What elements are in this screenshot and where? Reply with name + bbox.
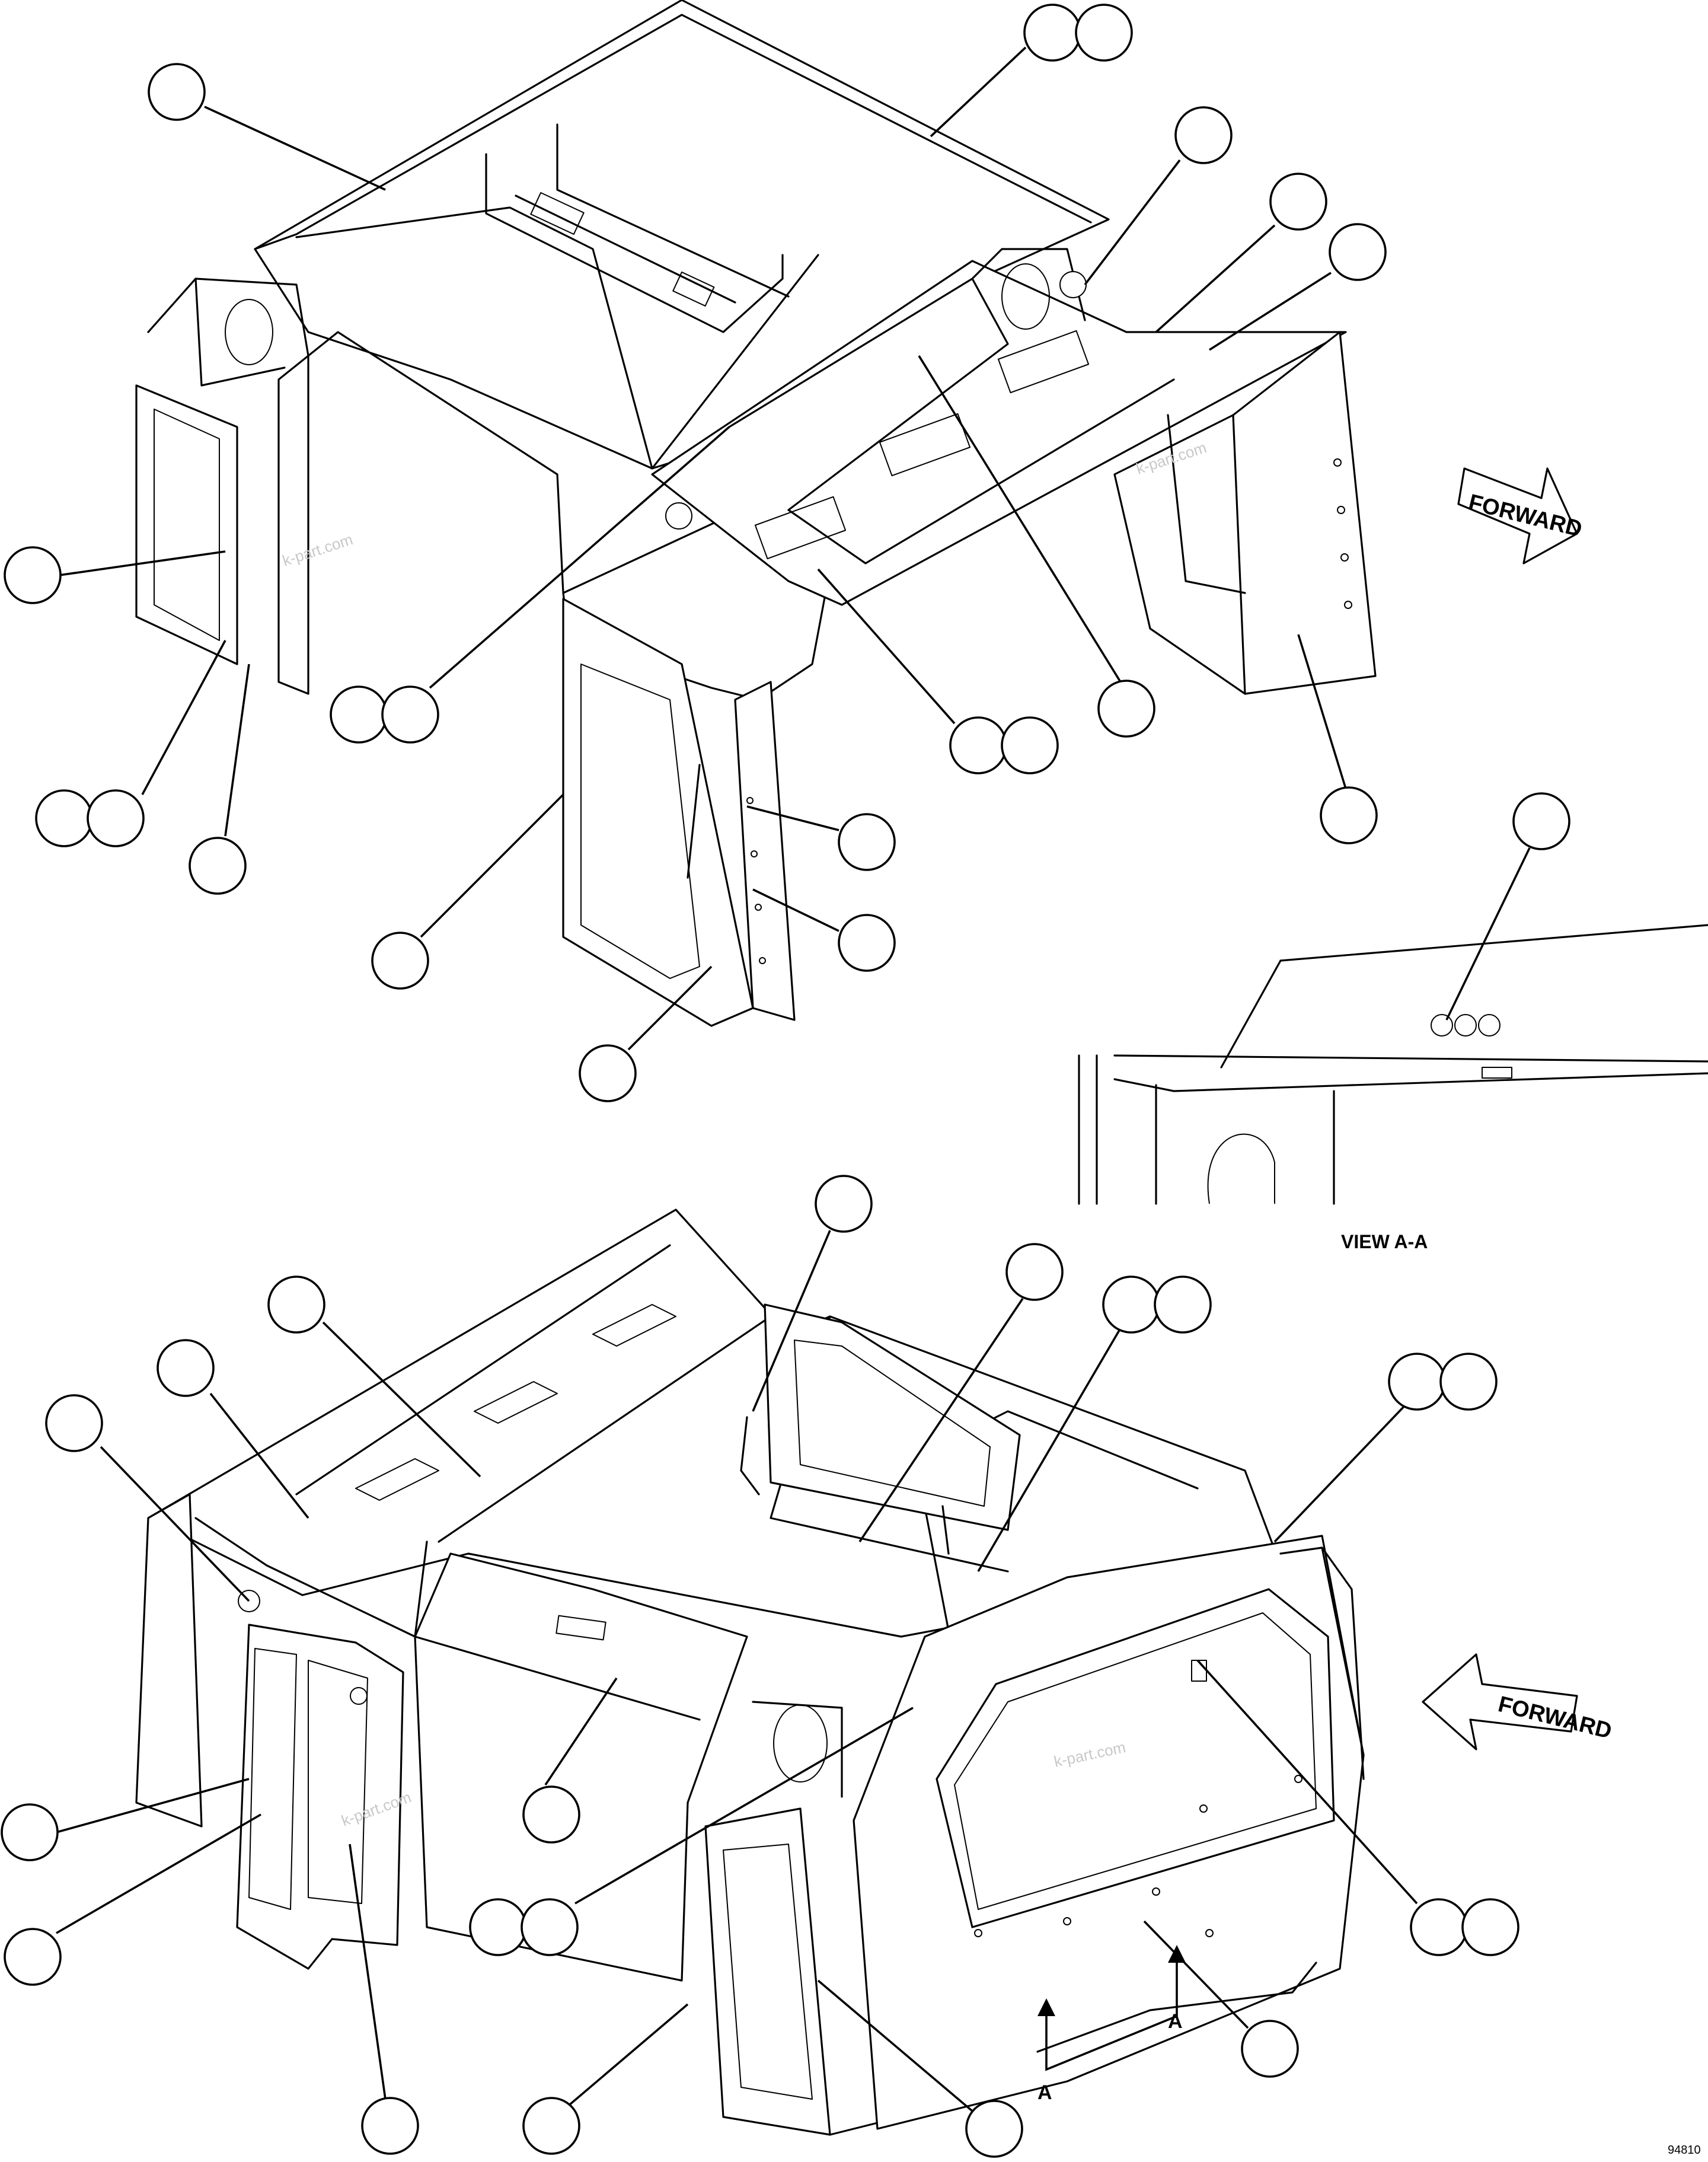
view-aa-holes <box>1431 1014 1501 1037</box>
forward-arrow-top: FORWARD <box>1457 467 1585 565</box>
callout[interactable] <box>858 1243 1064 1543</box>
callout[interactable] <box>1 1778 250 1861</box>
bottom-front-door-window <box>723 1844 813 2100</box>
callout[interactable] <box>752 1175 873 1412</box>
forward-arrow-bottom: FORWARD <box>1422 1653 1614 1750</box>
callout[interactable] <box>371 793 564 990</box>
callout-pair[interactable] <box>977 1275 1212 1572</box>
callout[interactable] <box>1155 173 1327 333</box>
top-right-panel-holes <box>1333 458 1352 609</box>
callout[interactable] <box>349 1844 419 2155</box>
top-door-window <box>580 664 700 979</box>
callout[interactable] <box>148 63 386 191</box>
callout[interactable] <box>4 1813 261 1986</box>
view-aa-detail: VIEW A-A <box>1078 924 1708 1252</box>
bottom-side-window <box>936 1588 1335 1928</box>
callout[interactable] <box>1143 1920 1299 2078</box>
callout[interactable] <box>267 1275 481 1478</box>
callout-pair[interactable] <box>1196 1659 1519 1956</box>
bottom-roof-panel <box>147 1208 1282 1638</box>
bottom-side-panel-holes <box>974 1775 1302 1937</box>
bottom-left-pillar <box>135 1493 203 1828</box>
callout-pair[interactable] <box>469 1707 914 1956</box>
callout[interactable] <box>918 355 1155 738</box>
callout[interactable] <box>189 664 250 895</box>
drawing-code: 94810 <box>1668 2144 1701 2157</box>
callout[interactable] <box>4 546 226 604</box>
top-pillar-holes <box>746 797 766 964</box>
section-label-a-left: A <box>1037 2081 1052 2104</box>
callout[interactable] <box>522 1678 618 1844</box>
callout[interactable] <box>817 1979 1023 2158</box>
bottom-left-door <box>236 1624 404 1970</box>
callout[interactable] <box>157 1339 309 1519</box>
top-front-bulkhead <box>651 260 1347 606</box>
top-front-pillar <box>734 681 796 1021</box>
callout-pair[interactable] <box>35 640 226 847</box>
callout[interactable] <box>1297 634 1378 844</box>
bottom-front-wall <box>414 1552 748 1982</box>
section-arrows: A A <box>1037 1945 1186 2104</box>
top-door-panel <box>562 598 754 1027</box>
bottom-left-window <box>248 1648 297 1910</box>
top-cab-assembly: k-part.com k-part.com <box>135 0 1377 1027</box>
callout[interactable] <box>579 965 713 1102</box>
callout-pair[interactable] <box>1273 1353 1498 1543</box>
callout[interactable] <box>746 805 896 871</box>
callout-pair[interactable] <box>817 568 1059 774</box>
top-left-window-frame <box>135 384 238 665</box>
callout-pair[interactable] <box>330 426 730 744</box>
top-left-pillar <box>277 355 309 695</box>
callout[interactable] <box>1209 223 1387 351</box>
callout[interactable] <box>522 2003 689 2155</box>
bottom-cab-assembly: k-part.com k-part.com <box>135 1208 1365 2136</box>
view-aa-label: VIEW A-A <box>1341 1231 1428 1252</box>
callouts <box>1 4 1570 2158</box>
bottom-roof-slots <box>355 1304 676 1501</box>
callout-pair[interactable] <box>930 4 1133 138</box>
section-label-a-right: A <box>1168 2010 1183 2033</box>
callout[interactable] <box>752 888 896 972</box>
bottom-hatch <box>764 1303 1021 1531</box>
callout[interactable] <box>45 1394 250 1602</box>
callout[interactable] <box>1084 106 1233 286</box>
callout[interactable] <box>1445 792 1570 1021</box>
